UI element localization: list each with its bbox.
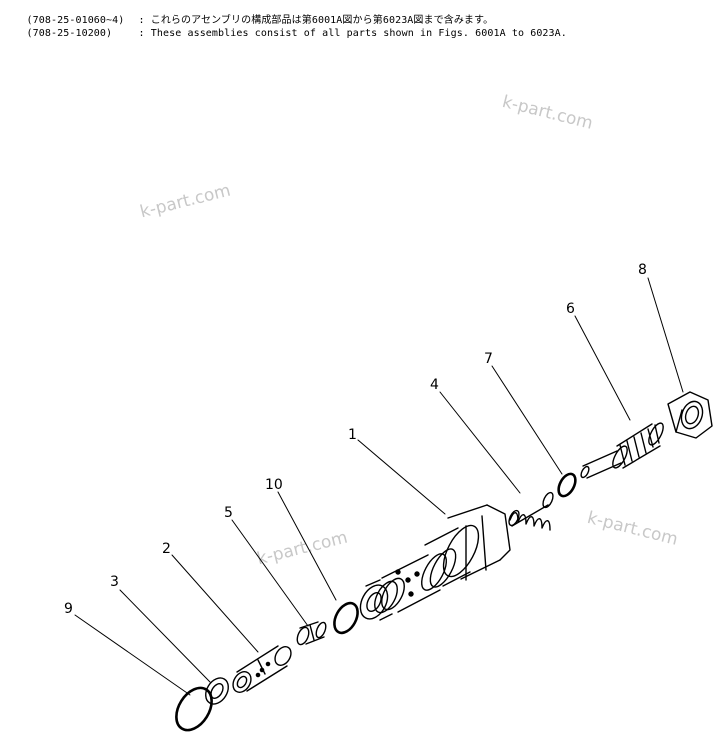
note-text: : These assemblies consist of all parts … (138, 28, 567, 39)
callout-2: 2 (162, 541, 171, 557)
assembly-code: (708-25-01060~4) (26, 15, 125, 26)
note-text: : これらのアセンブリの構成部品は第6001A図から第6023A図まで含みます。 (138, 15, 494, 26)
callout-1: 1 (348, 427, 357, 443)
part-1-valve-body (359, 504, 511, 621)
callout-labels: 9 3 2 5 10 1 4 7 6 8 (64, 262, 647, 617)
part-9-o-ring (175, 686, 213, 732)
part-4-spring (508, 491, 554, 531)
callout-6: 6 (566, 301, 575, 317)
header-note-en: (708-25-10200) : These assemblies consist… (2, 16, 567, 52)
callout-3: 3 (110, 574, 119, 590)
part-10-o-ring (333, 601, 359, 635)
callout-10: 10 (265, 477, 283, 493)
part-5-plunger (296, 621, 327, 646)
header-note-jp: (708-25-01060~4) : これらのアセンブリの構成部品は第6001A図… (2, 3, 493, 39)
part-6-adjusting-screw (580, 422, 664, 479)
part-8-lock-nut (667, 391, 713, 439)
callout-4: 4 (430, 377, 439, 393)
callout-7: 7 (484, 351, 493, 367)
part-7-o-ring (557, 472, 577, 498)
callout-9: 9 (64, 601, 73, 617)
leader-lines (74, 277, 684, 696)
callout-5: 5 (224, 505, 233, 521)
part-2-piston (232, 645, 292, 693)
part-3-ring (205, 677, 229, 705)
assembly-code: (708-25-10200) (26, 28, 113, 39)
callout-8: 8 (638, 262, 647, 278)
